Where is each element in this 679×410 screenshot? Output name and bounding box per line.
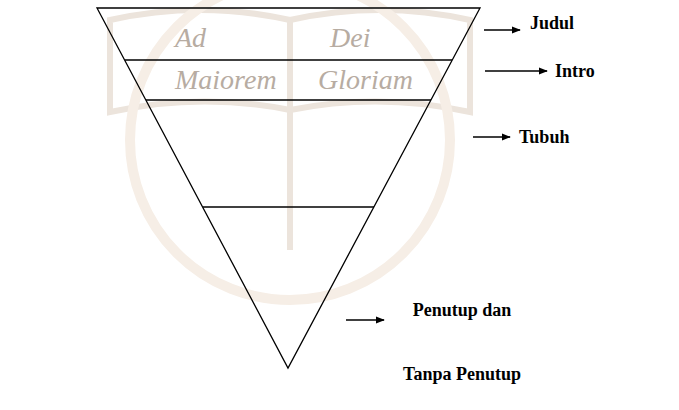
watermark-text: Dei (330, 22, 370, 54)
section-label: Judul (530, 12, 574, 34)
watermark-text: Ad (175, 22, 206, 54)
section-label: Tubuh (519, 126, 569, 148)
watermark-text: Maiorem (175, 64, 277, 96)
watermark-text: Gloriam (318, 64, 413, 96)
book-watermark (110, 0, 470, 300)
section-label: Penutup dan Tanpa Penutup (392, 278, 532, 406)
section-label: Intro (555, 60, 595, 82)
